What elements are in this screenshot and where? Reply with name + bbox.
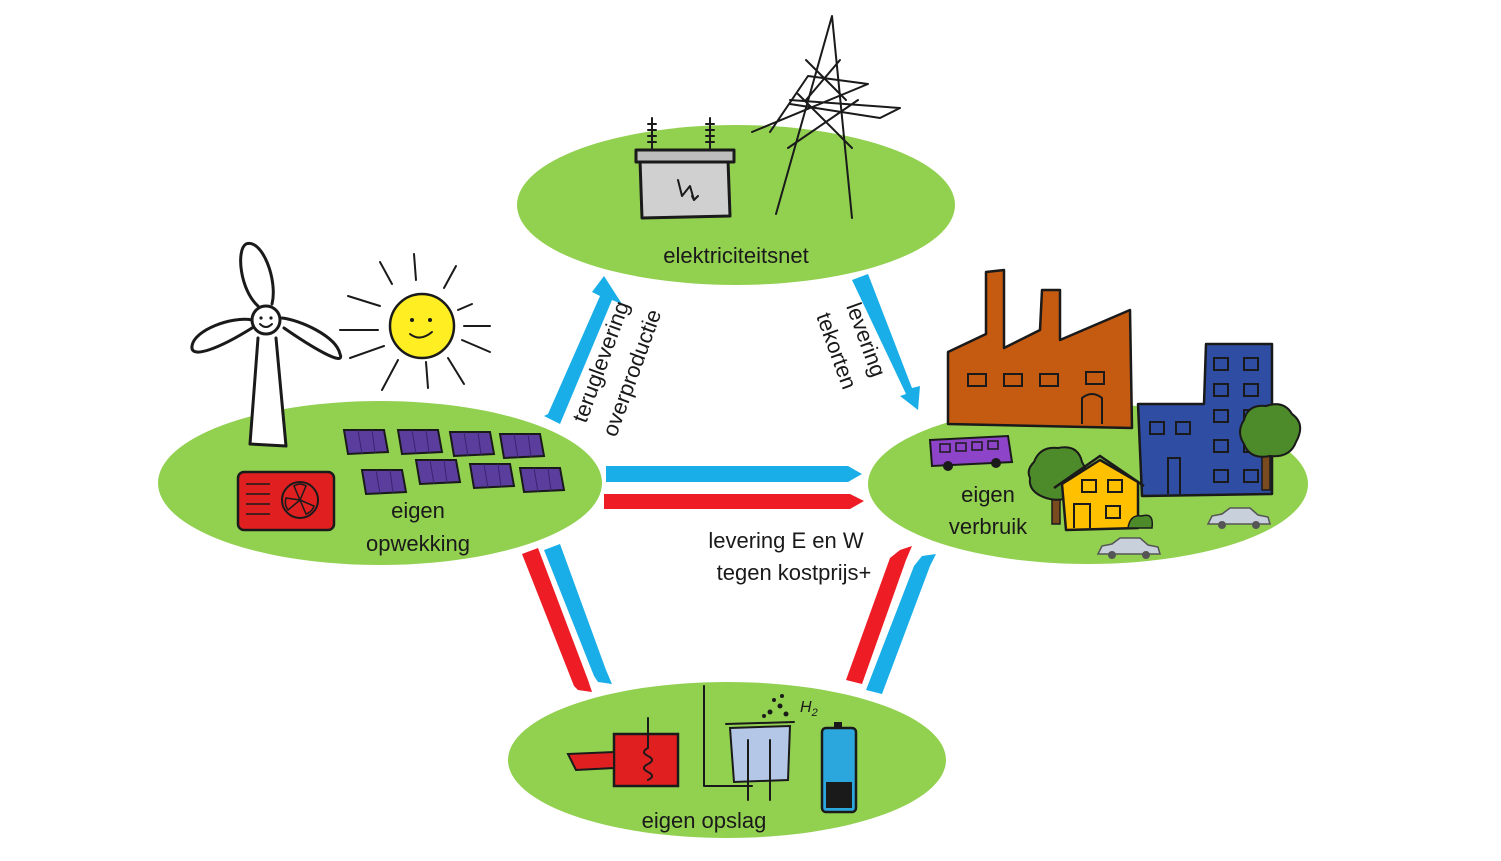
storage-label: eigen opslag [642,808,767,833]
feed-in-arrow [544,276,622,424]
node-consumption: eigen verbruik [868,268,1308,564]
power-pylon-icon [751,15,901,219]
grid-label: elektriciteitsnet [663,243,809,268]
factory-icon [946,268,1134,430]
bus-icon [928,434,1014,471]
wind-turbine-icon [190,242,343,448]
battery-icon [820,722,858,814]
node-generation: eigen opwekking [158,242,602,565]
from-storage-heat-arrow [846,546,912,684]
supply-shortage-arrow [852,274,920,410]
transformer-icon [634,117,736,220]
sun-icon [339,253,491,391]
node-storage: H2 eigen opslag [508,682,946,838]
heat-storage-icon [566,717,680,788]
supply-ew-label-line1: levering E en W [708,528,864,553]
tree-icon [1239,403,1302,491]
bush-icon [1127,514,1154,529]
office-building-icon [1136,342,1274,498]
electrolyser-h2-icon: H2 [703,685,818,801]
flow-arrows [522,274,936,694]
h2-label: H2 [800,699,818,719]
supply-heat-arrow [604,494,864,509]
flow-labels: teruglevering overproductie levering tek… [567,298,891,585]
generation-label-line1: eigen [391,498,445,523]
house-icon [1053,454,1145,532]
consumption-label-line1: eigen [961,482,1015,507]
to-storage-heat-arrow [522,548,592,692]
supply-electric-arrow [606,466,862,482]
grid-ellipse [517,125,955,285]
from-storage-electric-arrow [866,554,936,694]
supply-ew-label-line2: tegen kostprijs+ [717,560,872,585]
consumption-label-line2: verbruik [949,514,1028,539]
generation-label-line2: opwekking [366,531,470,556]
to-storage-electric-arrow [544,544,612,684]
heat-pump-icon [236,470,336,532]
node-grid: elektriciteitsnet [517,15,955,285]
